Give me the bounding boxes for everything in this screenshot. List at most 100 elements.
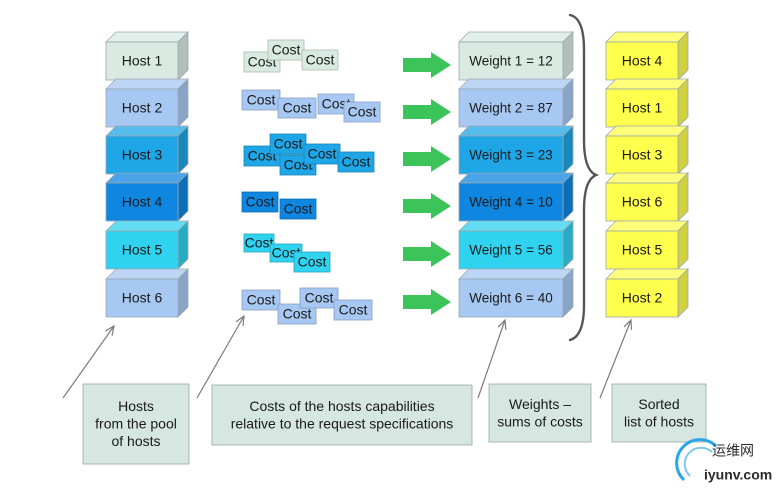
callout-costs-line: Costs of the hosts capabilities xyxy=(249,398,434,414)
sorted-host-box-4: Host 6 xyxy=(605,172,689,222)
curly-brace xyxy=(568,13,600,342)
weight-box-1-label: Weight 1 = 12 xyxy=(469,54,552,69)
host-box-2-label: Host 2 xyxy=(122,100,163,116)
cost-label: Cost xyxy=(348,104,377,120)
cost-chip: Cost xyxy=(277,97,317,119)
weight-box-4-label: Weight 4 = 10 xyxy=(469,195,552,210)
right-arrow-icon xyxy=(403,52,451,78)
callout-costs-line: relative to the request specifications xyxy=(231,415,454,431)
cost-label: Cost xyxy=(248,148,277,164)
callout-sorted-line: Sorted xyxy=(638,396,679,412)
cost-chip: Cost xyxy=(241,289,281,311)
right-arrow-icon xyxy=(403,193,451,219)
sorted-host-box-1-label: Host 4 xyxy=(622,53,663,69)
weight-box-4: Weight 4 = 10 xyxy=(458,172,574,222)
pointer-line xyxy=(599,319,632,399)
sorted-host-box-5-label: Host 5 xyxy=(622,242,663,258)
right-arrow-icon xyxy=(403,146,451,172)
weight-box-5-label: Weight 5 = 56 xyxy=(469,243,552,258)
pointer-arrowhead xyxy=(105,324,115,336)
pointer-line xyxy=(196,315,245,399)
cost-chip: Cost xyxy=(243,233,275,253)
cost-chip: Cost xyxy=(277,303,317,325)
host-box-5-label: Host 5 xyxy=(122,242,163,258)
cost-chip: Cost xyxy=(301,49,339,71)
cost-chip: Cost xyxy=(241,89,281,111)
sorted-host-box-3-label: Host 3 xyxy=(622,147,663,163)
cost-label: Cost xyxy=(272,42,301,58)
callout-weights-line: sums of costs xyxy=(497,413,583,429)
cost-chip: Cost xyxy=(269,133,307,155)
cost-label: Cost xyxy=(308,146,337,162)
callout-hosts-line: of hosts xyxy=(111,433,160,449)
weight-box-6-label: Weight 6 = 40 xyxy=(469,291,552,306)
pointer-arrowhead xyxy=(623,318,632,330)
weight-box-2: Weight 2 = 87 xyxy=(458,78,574,128)
cost-chip: Cost xyxy=(241,191,279,213)
sorted-host-box-1: Host 4 xyxy=(605,31,689,81)
right-arrow-icon xyxy=(403,241,451,267)
callout-weights: Weights –sums of costs xyxy=(488,383,592,443)
sorted-host-box-5: Host 5 xyxy=(605,220,689,270)
cost-chip: Cost xyxy=(333,299,373,321)
right-arrow-icon xyxy=(403,99,451,125)
cost-chip: Cost xyxy=(299,287,339,309)
cost-label: Cost xyxy=(283,100,312,116)
cost-chip: Cost xyxy=(337,151,375,173)
weight-box-1: Weight 1 = 12 xyxy=(458,31,574,81)
host-box-4: Host 4 xyxy=(105,172,189,222)
callout-weights-line: Weights – xyxy=(509,396,571,412)
cost-label: Cost xyxy=(247,292,276,308)
weight-box-5: Weight 5 = 56 xyxy=(458,220,574,270)
cost-chip: Cost xyxy=(303,143,341,165)
pointer-arrowhead xyxy=(235,314,245,326)
cost-label: Cost xyxy=(245,235,274,251)
sorted-host-box-6-label: Host 2 xyxy=(622,290,663,306)
cost-label: Cost xyxy=(284,201,313,217)
pointer-arrowhead xyxy=(497,318,507,330)
cost-label: Cost xyxy=(272,245,301,261)
host-box-4-label: Host 4 xyxy=(122,194,163,210)
watermark-line1: 运维网 xyxy=(712,443,754,459)
host-box-1: Host 1 xyxy=(105,31,189,81)
sorted-host-box-4-label: Host 6 xyxy=(622,194,663,210)
weight-box-3: Weight 3 = 23 xyxy=(458,125,574,175)
cost-chip: Cost xyxy=(343,101,381,123)
callout-hosts-line: Hosts xyxy=(118,398,154,414)
cost-label: Cost xyxy=(305,290,334,306)
host-box-1-label: Host 1 xyxy=(122,53,163,69)
cost-label: Cost xyxy=(306,52,335,68)
weight-box-3-label: Weight 3 = 23 xyxy=(469,148,552,163)
cost-group-4: Cost Cost xyxy=(241,191,317,220)
cost-chip: Cost xyxy=(267,39,305,61)
cost-label: Cost xyxy=(322,96,351,112)
pointer-line xyxy=(477,319,506,399)
host-box-6-label: Host 6 xyxy=(122,290,163,306)
watermark-swoosh-inner xyxy=(683,446,713,477)
host-box-6: Host 6 xyxy=(105,268,189,318)
sorted-host-box-6: Host 2 xyxy=(605,268,689,318)
sorted-host-box-2-label: Host 1 xyxy=(622,100,663,116)
host-box-5: Host 5 xyxy=(105,220,189,270)
pointer-line xyxy=(62,325,115,399)
watermark-swoosh-icon xyxy=(675,438,718,482)
cost-chip: Cost xyxy=(293,251,331,273)
callout-hosts-line: from the pool xyxy=(95,416,177,432)
host-box-3: Host 3 xyxy=(105,125,189,175)
sorted-host-box-3: Host 3 xyxy=(605,125,689,175)
host-box-2: Host 2 xyxy=(105,78,189,128)
cost-label: Cost xyxy=(298,254,327,270)
cost-label: Cost xyxy=(247,92,276,108)
cost-label: Cost xyxy=(283,306,312,322)
sorted-host-box-2: Host 1 xyxy=(605,78,689,128)
right-arrow-icon xyxy=(403,289,451,315)
